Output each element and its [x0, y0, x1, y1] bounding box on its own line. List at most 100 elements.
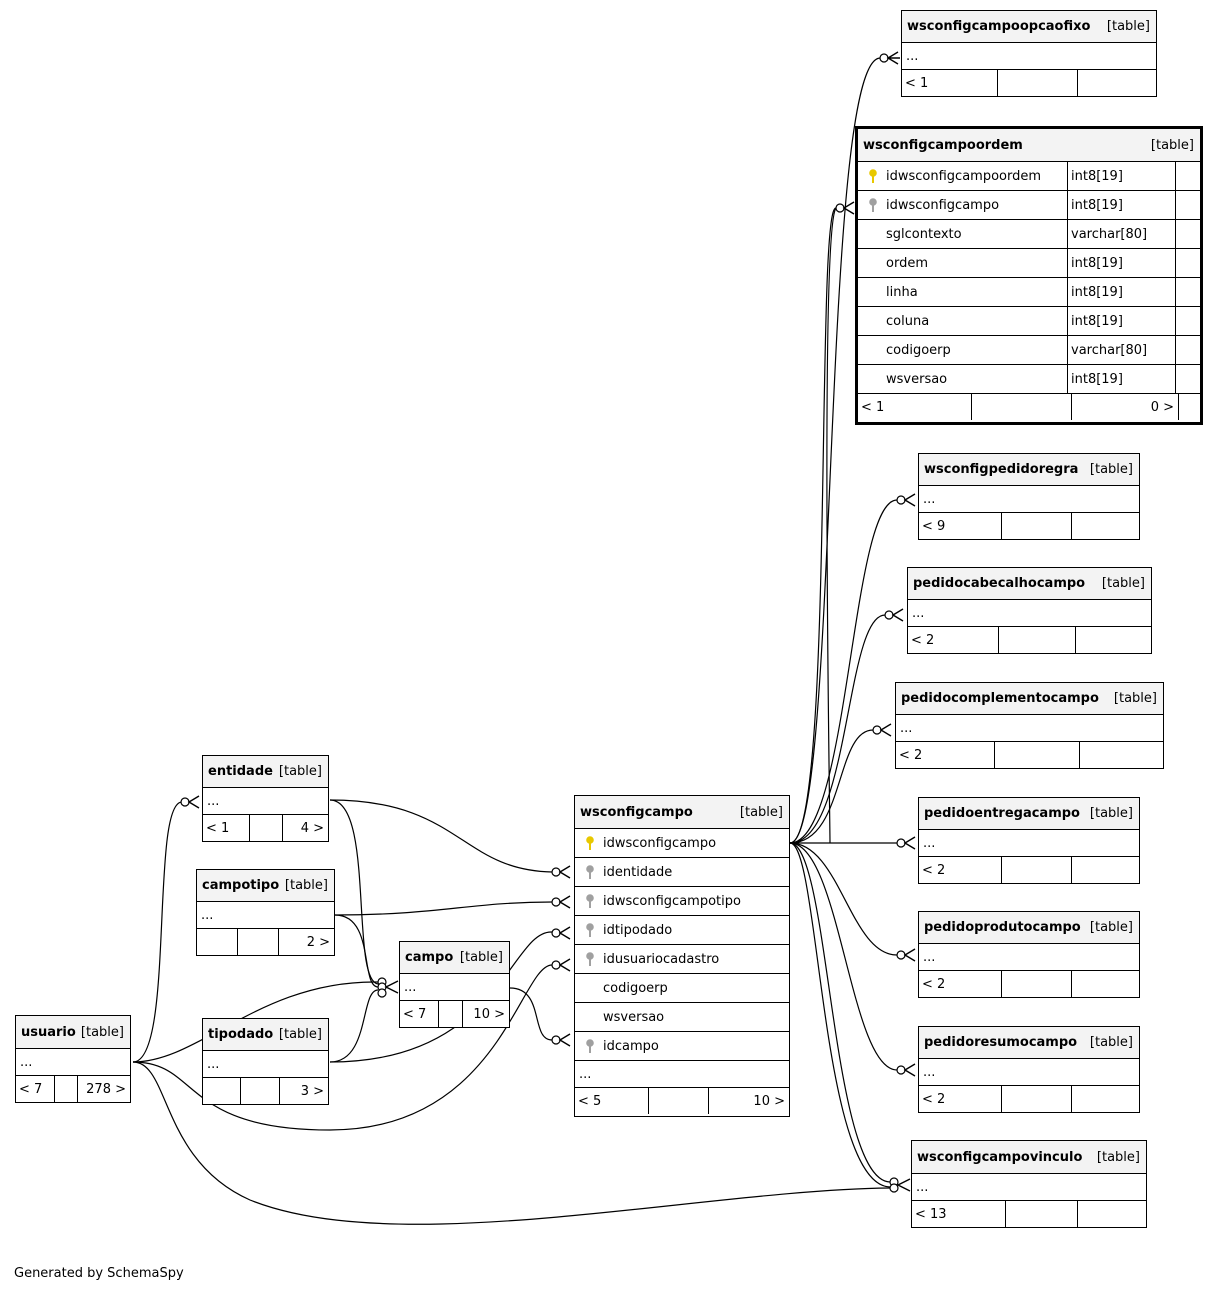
child-count[interactable]	[1077, 1201, 1146, 1227]
parent-count[interactable]: < 1	[905, 75, 929, 91]
column-extra	[1175, 191, 1200, 219]
column-type: int8[19]	[1067, 307, 1175, 335]
parent-count[interactable]: < 13	[915, 1206, 947, 1222]
table-kind: [table]	[1150, 137, 1194, 153]
table-footer: < 2	[919, 1086, 1139, 1112]
child-count[interactable]: 4 >	[282, 815, 328, 841]
parent-count[interactable]: < 2	[911, 632, 935, 648]
child-count[interactable]: 10 >	[708, 1088, 789, 1114]
table-pedidoprodutocampo[interactable]: pedidoprodutocampo[table] ... < 2	[918, 911, 1140, 998]
child-count[interactable]	[1077, 70, 1156, 96]
column-name: idwsconfigcampotipo	[603, 893, 741, 909]
parent-count[interactable]: < 9	[922, 518, 946, 534]
table-footer: < 2	[919, 971, 1139, 997]
table-wsconfigpedidoregra[interactable]: wsconfigpedidoregra[table] ... < 9	[918, 453, 1140, 540]
foreign-key-icon	[575, 864, 599, 880]
child-count[interactable]	[1071, 857, 1139, 883]
parent-count[interactable]: < 5	[578, 1093, 602, 1109]
parent-count[interactable]: < 7	[19, 1081, 43, 1097]
table-footer: < 1 4 >	[203, 815, 328, 841]
table-tipodado[interactable]: tipodado[table] ... 3 >	[202, 1018, 329, 1105]
columns-ellipsis: ...	[203, 788, 328, 815]
column-type: int8[19]	[1067, 191, 1175, 219]
column-type: int8[19]	[1067, 249, 1175, 277]
rel-wsconfigcampo-complemento	[789, 729, 874, 844]
table-kind: [table]	[1089, 462, 1133, 477]
table-footer: 3 >	[203, 1078, 328, 1104]
child-count[interactable]	[1071, 1086, 1139, 1112]
child-count[interactable]: 278 >	[77, 1076, 130, 1102]
table-campotipo[interactable]: campotipo[table] ... 2 >	[196, 869, 335, 956]
parent-count[interactable]	[197, 929, 237, 955]
table-wsconfigcampoopcaofixo[interactable]: wsconfigcampoopcaofixo [table] ... < 1	[901, 10, 1157, 97]
foreign-key-icon	[858, 197, 882, 213]
table-kind: [table]	[1113, 691, 1157, 706]
parent-count[interactable]: < 2	[922, 976, 946, 992]
column-name: wsversao	[603, 1009, 665, 1025]
parent-count[interactable]: < 7	[403, 1006, 427, 1022]
rel-entidade-wsconfigcampo	[329, 799, 553, 873]
rel-usuario-entidade	[132, 801, 183, 1063]
child-count[interactable]	[1079, 742, 1163, 768]
child-count[interactable]: 10 >	[462, 1001, 509, 1027]
table-pedidoentregacampo[interactable]: pedidoentregacampo[table] ... < 2	[918, 797, 1140, 884]
parent-count[interactable]: < 2	[922, 1091, 946, 1107]
table-kind: [table]	[1096, 1149, 1140, 1165]
columns-ellipsis: ...	[919, 1059, 1139, 1086]
child-count[interactable]	[1071, 971, 1139, 997]
parent-count[interactable]: < 1	[861, 399, 885, 415]
table-pedidoresumocampo[interactable]: pedidoresumocampo[table] ... < 2	[918, 1026, 1140, 1113]
columns-ellipsis: ...	[400, 974, 509, 1001]
column-type: varchar[80]	[1067, 220, 1175, 248]
parent-count[interactable]: < 2	[922, 862, 946, 878]
column-name: idwsconfigcampoordem	[886, 168, 1042, 184]
child-count[interactable]	[1071, 513, 1139, 539]
column-extra	[1175, 162, 1200, 190]
table-kind: [table]	[459, 950, 503, 965]
column-row[interactable]: codigoerp	[575, 974, 789, 1003]
rel-wsconfigcampo-cabecalho	[789, 614, 886, 844]
column-row[interactable]: idwsconfigcampo	[575, 829, 789, 858]
child-count[interactable]: 0 >	[1071, 394, 1178, 420]
table-kind: [table]	[278, 764, 322, 779]
parent-count[interactable]: < 1	[206, 820, 230, 836]
table-wsconfigcampovinculo[interactable]: wsconfigcampovinculo[table] ... < 13	[911, 1140, 1147, 1228]
rel-usuario-wsconfigcampo	[132, 964, 553, 1131]
child-count[interactable]	[1075, 627, 1151, 653]
column-row[interactable]: wsversao	[575, 1003, 789, 1032]
column-row[interactable]: identidade	[575, 858, 789, 887]
parent-count[interactable]: < 2	[899, 747, 923, 763]
table-kind: [table]	[278, 1027, 322, 1042]
column-row[interactable]: idtipodado	[575, 916, 789, 945]
columns-ellipsis: ...	[896, 715, 1163, 742]
column-extra	[1175, 249, 1200, 277]
table-wsconfigcampoordem[interactable]: wsconfigcampoordem [table] idwsconfigcam…	[855, 126, 1203, 425]
rel-campotipo-wsconfigcampo	[334, 901, 553, 916]
table-pedidocabecalhocampo[interactable]: pedidocabecalhocampo[table] ... < 2	[907, 567, 1152, 654]
column-row[interactable]: idcampo	[575, 1032, 789, 1061]
column-row[interactable]: idusuariocadastro	[575, 945, 789, 974]
table-name: pedidoentregacampo	[924, 806, 1080, 821]
column-row[interactable]: idwsconfigcampotipo	[575, 887, 789, 916]
parent-count[interactable]	[203, 1078, 240, 1104]
column-name: identidade	[603, 864, 673, 880]
table-name: wsconfigcampovinculo	[917, 1149, 1083, 1165]
table-pedidocomplementocampo[interactable]: pedidocomplementocampo[table] ... < 2	[895, 682, 1164, 769]
table-footer: < 2	[919, 857, 1139, 883]
column-name: idcampo	[603, 1038, 659, 1054]
table-footer: < 1 0 >	[858, 394, 1200, 420]
child-count[interactable]: 3 >	[279, 1078, 328, 1104]
child-count[interactable]: 2 >	[278, 929, 334, 955]
